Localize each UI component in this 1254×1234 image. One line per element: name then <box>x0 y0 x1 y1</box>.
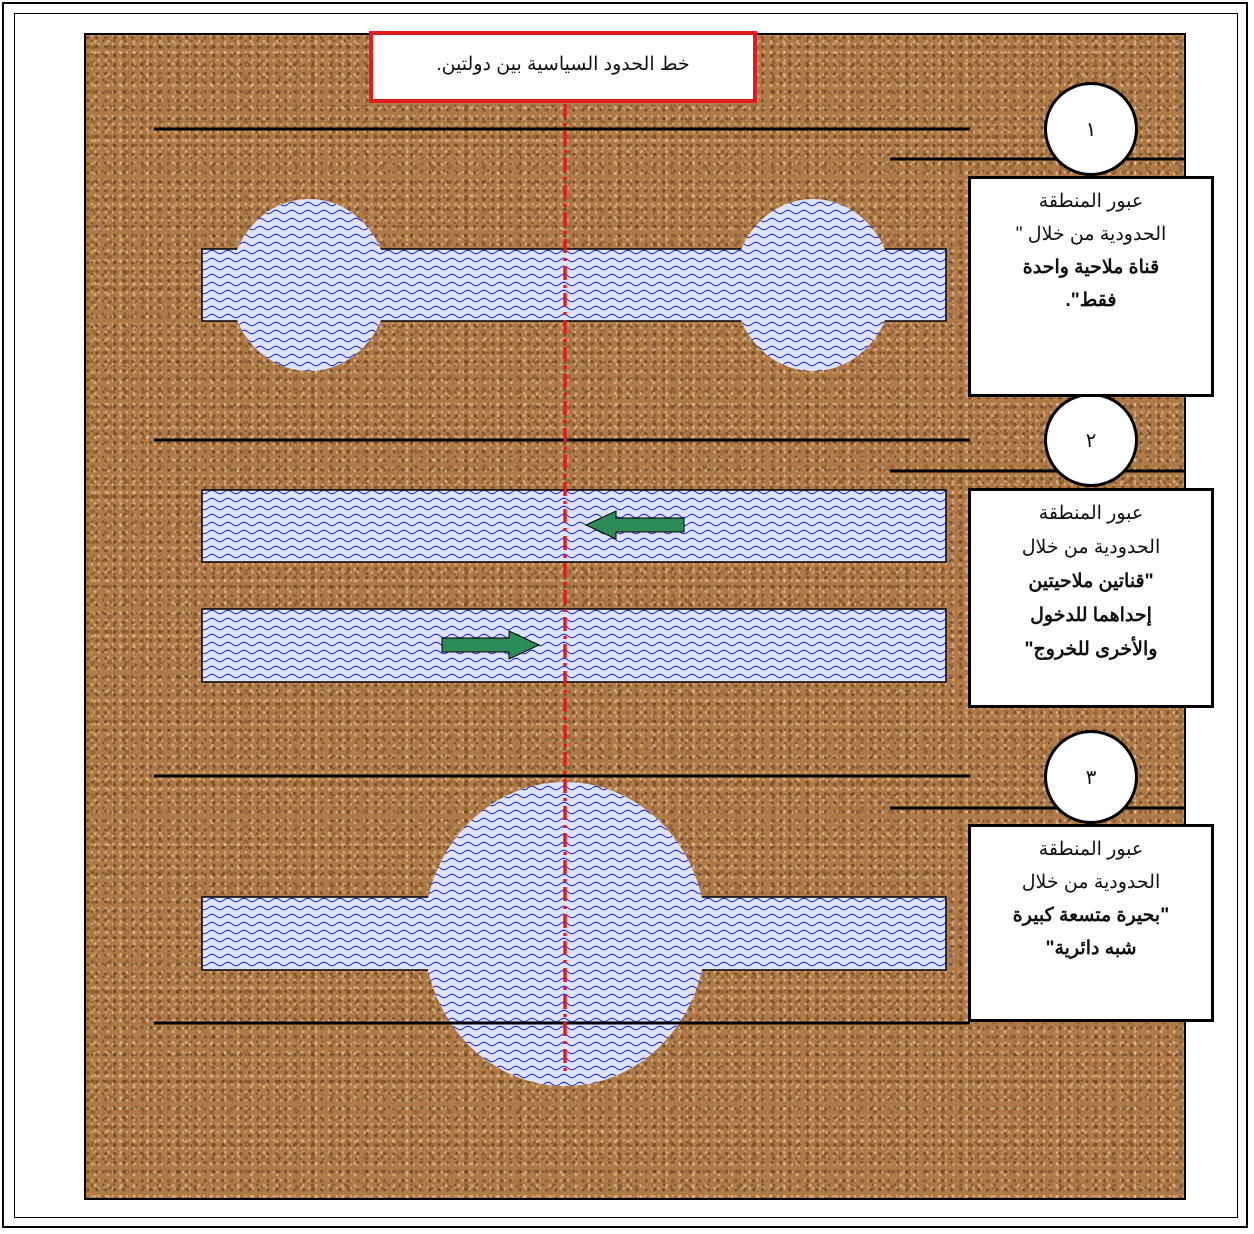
entry-arrow-icon <box>441 630 541 660</box>
scenario-3-number: ٣ <box>1044 730 1138 824</box>
scenario-2-channels <box>201 489 947 683</box>
scenario-2-callout: عبور المنطقة الحدودية من خلال "قناتين مل… <box>968 488 1214 708</box>
scenario-3-bold2: شبه دائرية" <box>1045 938 1137 959</box>
scenario-2-bold3: والأخرى للخروج" <box>1024 639 1158 660</box>
scenario-1-channel <box>201 199 947 371</box>
scenario-2-bold2: إحداهما للدخول <box>1030 605 1152 626</box>
scenario-1-lead: عبور المنطقة <box>1038 191 1144 212</box>
scenario-1-bold2: فقط". <box>1065 290 1117 311</box>
inner-frame <box>14 13 1238 1218</box>
scenario-3-lead: عبور المنطقة <box>1038 839 1144 860</box>
scenario-1-number: ١ <box>1044 82 1138 176</box>
exit-arrow-icon <box>584 510 685 540</box>
scenario-2-bold: "قناتين ملاحيتين <box>1028 571 1154 592</box>
scenario-2-line2: الحدودية من خلال <box>1021 537 1161 558</box>
scenario-3-callout: عبور المنطقة الحدودية من خلال "بحيرة متس… <box>968 824 1214 1022</box>
scenario-3-bold: "بحيرة متسعة كبيرة <box>1012 905 1170 926</box>
entry-channel <box>201 608 947 683</box>
exit-channel <box>201 489 947 563</box>
scenario-1-callout: عبور المنطقة الحدودية من خلال " قناة ملا… <box>968 176 1214 397</box>
scenario-1-bold: قناة ملاحية واحدة <box>1022 257 1160 278</box>
scenario-1-line2: الحدودية من خلال " <box>1015 224 1167 245</box>
scenario-3-line2: الحدودية من خلال <box>1021 872 1161 893</box>
border-line-label: خط الحدود السياسية بين دولتين. <box>369 31 757 103</box>
scenario-2-lead: عبور المنطقة <box>1038 503 1144 524</box>
scenario-2-number: ٢ <box>1044 393 1138 487</box>
zone-separators <box>154 127 1186 1025</box>
scenario-3-lake <box>201 782 947 1086</box>
